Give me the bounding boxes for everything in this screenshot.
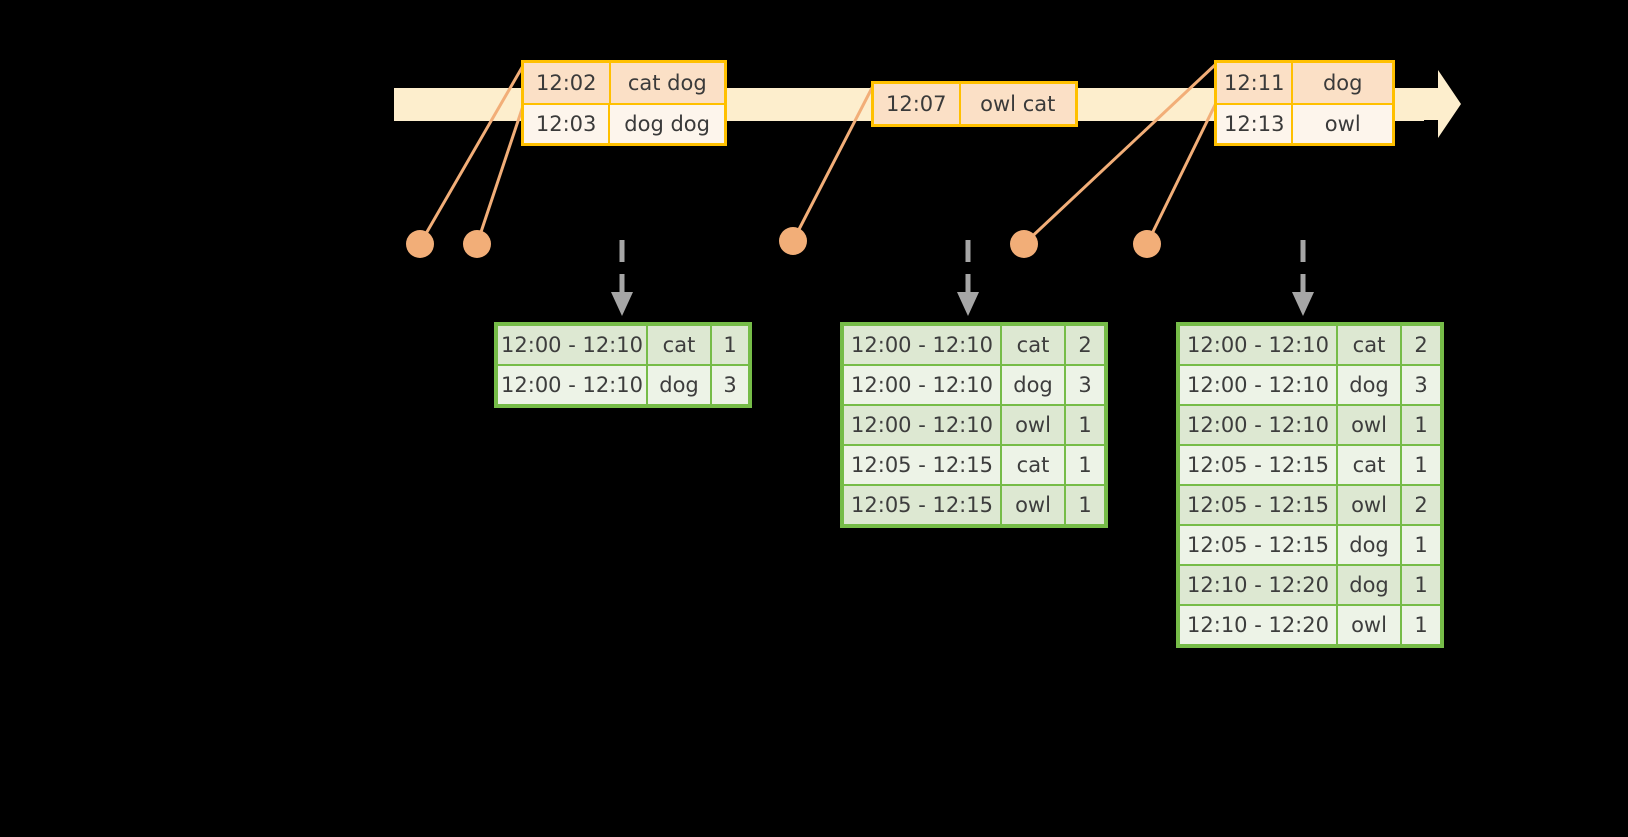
count-cell: 1 <box>1066 486 1104 524</box>
window-cell: 12:05 - 12:15 <box>1180 446 1336 484</box>
word-cell: dog <box>1338 366 1400 404</box>
event-box-1[interactable]: 12:02 cat dog 12:03 dog dog <box>521 60 727 146</box>
count-cell: 2 <box>1402 326 1440 364</box>
emit-arrow-2-icon <box>955 240 981 320</box>
window-cell: 12:05 - 12:15 <box>1180 526 1336 564</box>
event-row: 12:11 dog <box>1217 63 1392 103</box>
event-time: 12:11 <box>1217 63 1294 103</box>
count-cell: 2 <box>1066 326 1104 364</box>
event-words: dog dog <box>610 105 724 143</box>
word-cell: owl <box>1002 406 1064 444</box>
word-cell: owl <box>1338 606 1400 644</box>
count-cell: 1 <box>1402 606 1440 644</box>
word-cell: dog <box>1338 566 1400 604</box>
word-cell: dog <box>1338 526 1400 564</box>
word-cell: owl <box>1002 486 1064 524</box>
window-cell: 12:05 - 12:15 <box>1180 486 1336 524</box>
word-cell: dog <box>1002 366 1064 404</box>
word-cell: owl <box>1338 486 1400 524</box>
count-cell: 1 <box>1066 406 1104 444</box>
word-cell: cat <box>1338 446 1400 484</box>
count-cell: 1 <box>1402 526 1440 564</box>
count-cell: 1 <box>1402 406 1440 444</box>
event-box-2[interactable]: 12:07 owl cat <box>871 81 1078 127</box>
window-cell: 12:00 - 12:10 <box>844 326 1000 364</box>
count-cell: 3 <box>712 366 748 404</box>
word-cell: cat <box>1002 446 1064 484</box>
event-time: 12:13 <box>1217 105 1294 143</box>
event-words: owl cat <box>960 84 1075 124</box>
count-cell: 2 <box>1402 486 1440 524</box>
window-cell: 12:00 - 12:10 <box>1180 366 1336 404</box>
word-cell: owl <box>1338 406 1400 444</box>
window-cell: 12:00 - 12:10 <box>844 406 1000 444</box>
word-cell: cat <box>1338 326 1400 364</box>
count-cell: 1 <box>712 326 748 364</box>
event-marker-4 <box>1010 230 1038 258</box>
window-cell: 12:00 - 12:10 <box>1180 406 1336 444</box>
event-marker-2-leader <box>475 102 526 245</box>
event-marker-3 <box>779 227 807 255</box>
window-cell: 12:00 - 12:10 <box>498 366 646 404</box>
event-marker-5-leader <box>1145 102 1218 245</box>
event-time: 12:02 <box>524 63 611 103</box>
event-words: owl <box>1293 105 1392 143</box>
window-cell: 12:00 - 12:10 <box>844 366 1000 404</box>
event-row: 12:02 cat dog <box>524 63 724 103</box>
count-cell: 1 <box>1402 566 1440 604</box>
timeline-arrowhead-icon <box>1416 64 1461 144</box>
word-cell: cat <box>648 326 710 364</box>
event-row: 12:07 owl cat <box>874 84 1075 124</box>
event-box-3[interactable]: 12:11 dog 12:13 owl <box>1214 60 1395 146</box>
event-marker-2 <box>463 230 491 258</box>
window-cell: 12:10 - 12:20 <box>1180 606 1336 644</box>
event-time: 12:03 <box>524 105 611 143</box>
event-time: 12:07 <box>874 84 961 124</box>
event-row: 12:03 dog dog <box>524 103 724 143</box>
word-cell: dog <box>648 366 710 404</box>
count-cell: 3 <box>1066 366 1104 404</box>
window-cell: 12:00 - 12:10 <box>1180 326 1336 364</box>
window-cell: 12:05 - 12:15 <box>844 486 1000 524</box>
event-marker-5 <box>1133 230 1161 258</box>
emit-arrow-1-icon <box>609 240 635 320</box>
window-cell: 12:00 - 12:10 <box>498 326 646 364</box>
word-cell: cat <box>1002 326 1064 364</box>
event-marker-1 <box>406 230 434 258</box>
event-row: 12:13 owl <box>1217 103 1392 143</box>
event-words: dog <box>1293 63 1392 103</box>
emit-arrow-3-icon <box>1290 240 1316 320</box>
window-cell: 12:10 - 12:20 <box>1180 566 1336 604</box>
event-words: cat dog <box>610 63 724 103</box>
count-cell: 1 <box>1066 446 1104 484</box>
count-cell: 3 <box>1402 366 1440 404</box>
count-cell: 1 <box>1402 446 1440 484</box>
window-cell: 12:05 - 12:15 <box>844 446 1000 484</box>
